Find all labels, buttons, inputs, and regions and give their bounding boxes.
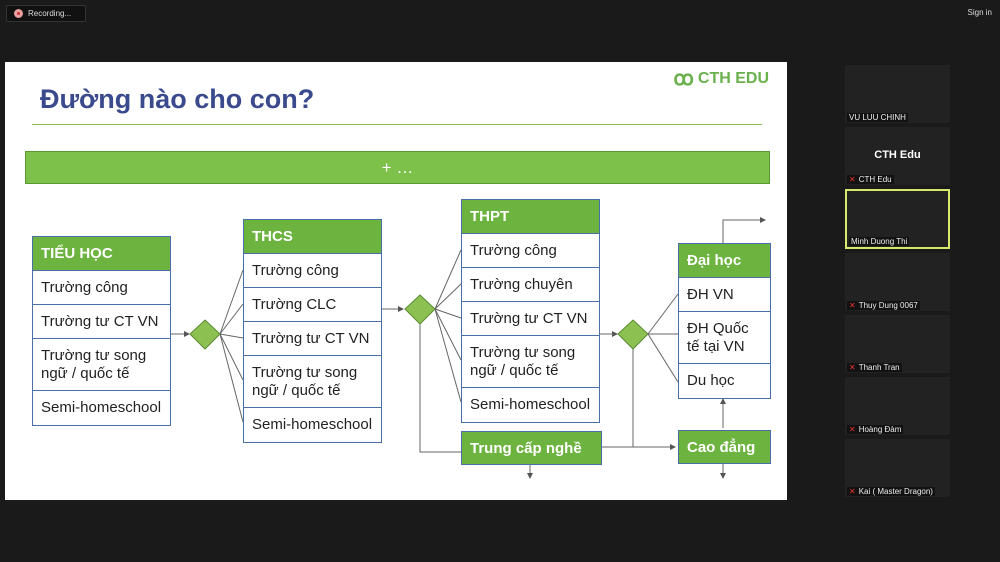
sign-in-link[interactable]: Sign in [967,8,992,17]
decision-diamond-3 [617,319,649,350]
list-item: Semi-homeschool [41,399,162,416]
list-item: Trường công [462,234,599,268]
slide-title: Đường nào cho con? [40,84,315,114]
participant-name: Minh Duong Thi [849,237,910,246]
list-item: Trường công [33,271,170,305]
list-item: Semi-homeschool [470,396,591,413]
list-item: Trường tư song ngữ / quốc tế [244,356,381,408]
participant-tile[interactable]: ✕Thanh Tran [845,315,950,373]
participant-name: ✕Kai ( Master Dragon) [847,487,935,496]
participant-title: CTH Edu [874,149,921,161]
participant-tile[interactable]: VU LUU CHINH [845,65,950,123]
column-header: Đại học [679,244,770,278]
participant-tile[interactable]: ✕Thuy Dung 0067 [845,253,950,311]
participant-tile[interactable]: CTH Edu ✕CTH Edu [845,127,950,185]
list-item: Trường CLC [244,288,381,322]
participant-name: ✕CTH Edu [847,175,894,184]
decision-diamond-1 [189,319,221,350]
list-item: ĐH VN [679,278,770,312]
list-item: Trường tư song ngữ / quốc tế [33,339,170,391]
top-bar: + … [25,151,770,184]
participant-name: ✕Thanh Tran [847,363,902,372]
mic-muted-icon: ✕ [849,175,856,184]
list-item: Du học [687,372,735,389]
mic-muted-icon: ✕ [849,487,856,496]
recording-label: Recording... [28,9,72,18]
list-item: Trường tư song ngữ / quốc tế [462,336,599,388]
participant-name: ✕Thuy Dung 0067 [847,301,920,310]
list-item: Trường tư CT VN [244,322,381,356]
participant-tile-active[interactable]: Minh Duong Thi [845,189,950,249]
column-header: THCS [244,220,381,254]
participant-tile[interactable]: ✕Hoàng Đàm [845,377,950,435]
participant-name: ✕Hoàng Đàm [847,425,904,434]
recording-icon [14,9,23,18]
mic-muted-icon: ✕ [849,425,856,434]
trung-cap-nghe-box: Trung cấp nghề [461,431,602,465]
thpt-column: THPT Trường công Trường chuyên Trường tư… [461,199,600,423]
dai-hoc-column: Đại học ĐH VN ĐH Quốc tế tại VN Du học [678,243,771,399]
title-divider [32,124,762,125]
list-item: Semi-homeschool [252,416,373,433]
flow-connectors [171,217,766,479]
list-item: Trường tư CT VN [462,302,599,336]
column-header: TIỂU HỌC [33,237,170,271]
column-header: THPT [462,200,599,234]
participant-name: VU LUU CHINH [847,113,908,122]
mic-muted-icon: ✕ [849,301,856,310]
participant-tile[interactable]: ✕Kai ( Master Dragon) [845,439,950,497]
list-item: Trường tư CT VN [33,305,170,339]
decision-diamond-2 [404,294,436,325]
list-item: Trường chuyên [462,268,599,302]
thcs-column: THCS Trường công Trường CLC Trường tư CT… [243,219,382,443]
list-item: ĐH Quốc tế tại VN [679,312,770,364]
recording-indicator[interactable]: Recording... [6,5,86,22]
tieu-hoc-column: TIỂU HỌC Trường công Trường tư CT VN Trư… [32,236,171,426]
cao-dang-box: Cao đẳng [678,430,771,464]
mic-muted-icon: ✕ [849,363,856,372]
list-item: Trường công [244,254,381,288]
